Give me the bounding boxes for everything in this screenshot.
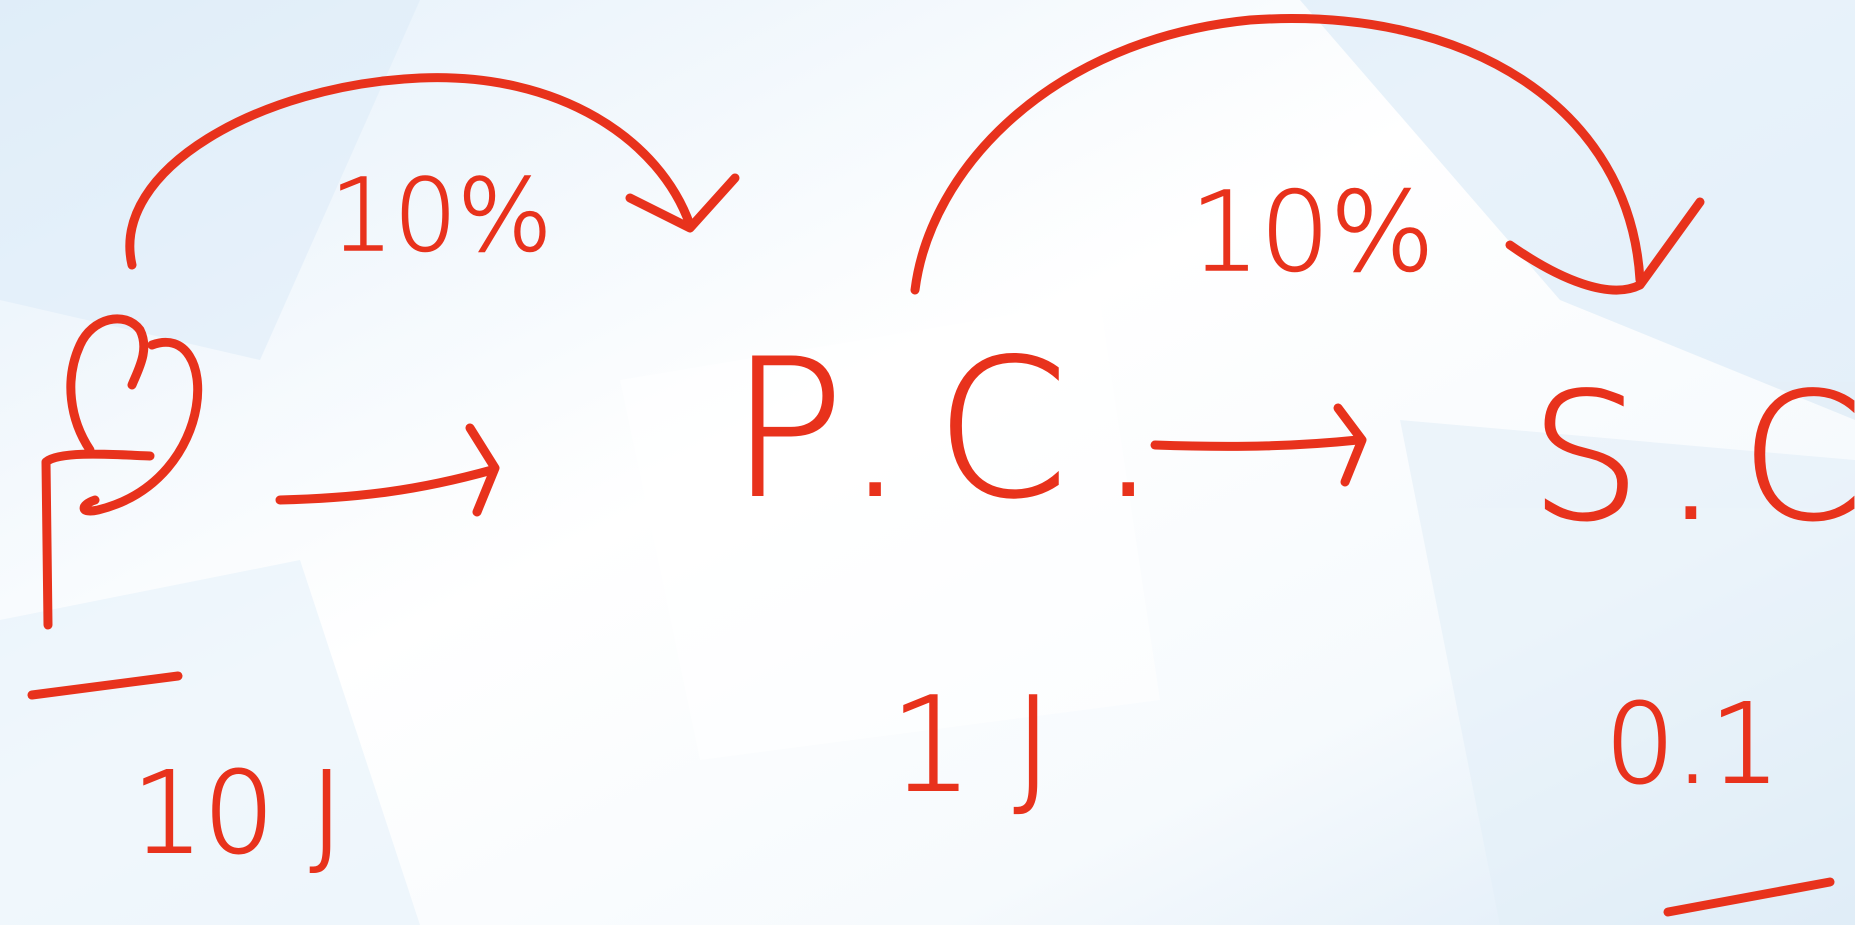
primary-consumer-label: P.C. [730, 319, 1188, 540]
arrow-shaft [275, 465, 497, 505]
primary-consumer-energy-label: 1 J [890, 669, 1052, 821]
producer-node: 10 J [27, 314, 344, 880]
secondary-consumer-label: S.C. [1530, 357, 1855, 560]
transfer-label-2: 10% [1190, 168, 1435, 296]
arrow-pc-to-sc [1150, 403, 1367, 487]
secondary-consumer-underline [1663, 877, 1835, 917]
producer-underline [27, 671, 183, 700]
producer-symbol [41, 314, 203, 630]
arrow-shaft [1150, 435, 1363, 451]
transfer-arc-arrowhead [625, 173, 740, 233]
primary-consumer-node: P.C. 1 J [729, 318, 1188, 822]
transfer-label-1: 10% [330, 157, 552, 274]
secondary-consumer-energy-label: 0.1 [1605, 680, 1780, 808]
arrow-head [1333, 403, 1367, 487]
secondary-consumer-node: S.C. 0.1 [1529, 356, 1855, 917]
transfer-arc-curve [910, 14, 1645, 295]
arrow-producer-to-pc [275, 423, 500, 517]
transfer-arc-curve [125, 73, 695, 270]
producer-energy-label: 10 J [132, 749, 343, 879]
transfer-arc-arrowhead [1505, 197, 1705, 295]
arrow-head [465, 423, 500, 517]
transfer-arc-1: 10% [125, 73, 740, 275]
transfer-arc-2: 10% [910, 14, 1705, 297]
